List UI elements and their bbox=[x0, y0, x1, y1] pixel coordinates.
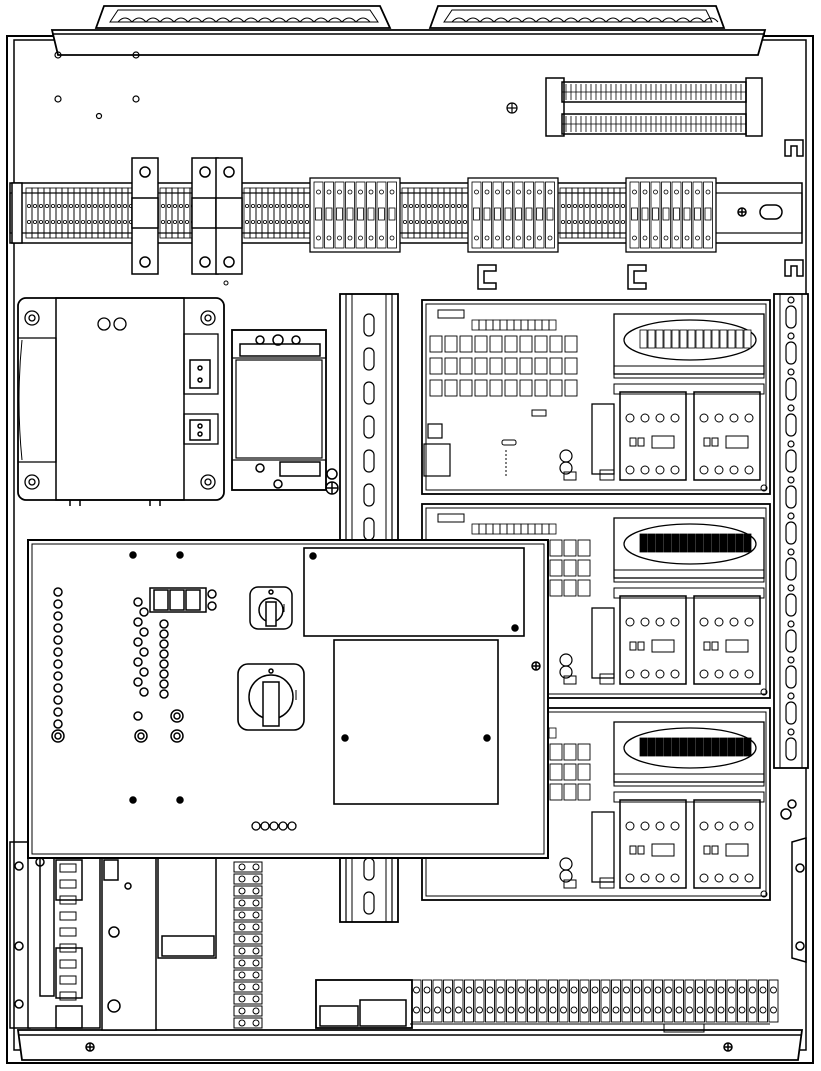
transformer bbox=[17, 297, 225, 506]
fuse-holder bbox=[131, 157, 243, 275]
lower-left-modules bbox=[9, 841, 263, 1031]
handle-left bbox=[94, 5, 392, 29]
diagram-type: electrical-cabinet-layout bbox=[0, 0, 1, 1]
main-din-rail bbox=[9, 157, 803, 275]
mounting-holes bbox=[54, 51, 518, 120]
bottom-terminal-strip bbox=[315, 979, 779, 1033]
vertical-din-rail-right bbox=[773, 293, 809, 769]
right-wall-brackets bbox=[780, 799, 807, 963]
handle-right bbox=[428, 5, 726, 29]
c-brackets bbox=[477, 264, 647, 290]
brackets-right bbox=[784, 139, 804, 277]
door-panel bbox=[27, 539, 549, 859]
top-right-terminal-block bbox=[545, 77, 763, 137]
power-supply bbox=[231, 329, 327, 491]
